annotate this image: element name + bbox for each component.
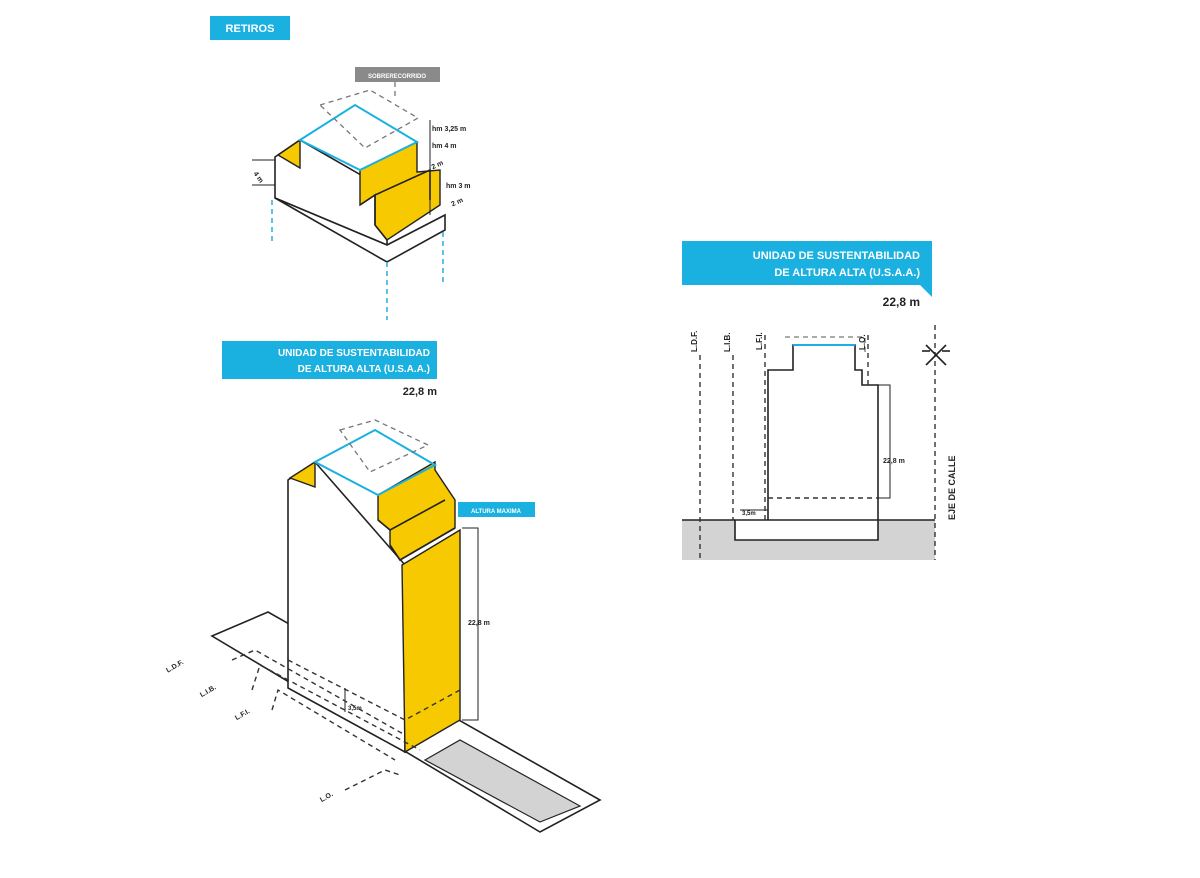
iso-title-badge xyxy=(222,341,437,379)
section-height-dim-line xyxy=(878,384,891,499)
iso-dim-small: 3,5m xyxy=(348,706,362,712)
dim-4m: 4 m xyxy=(252,171,265,185)
dim-hm-325: hm 3,25 m xyxy=(432,126,466,133)
iso-label-lib: L.I.B. xyxy=(199,684,217,699)
retiros-diagram: RETIROS SOBRERECORRIDO hm 3,25 m hm 4 m … xyxy=(210,16,471,320)
retiros-title-badge xyxy=(210,16,290,40)
iso-label-lfi: L.F.I. xyxy=(234,708,251,722)
sobrerecorrido-tag xyxy=(355,67,440,82)
iso-title-line2: DE ALTURA ALTA (U.S.A.A.) xyxy=(298,364,430,375)
iso-label-ldf: L.D.F. xyxy=(165,659,185,674)
iso-top-volume xyxy=(312,428,438,497)
dim-hm-3: hm 3 m xyxy=(446,183,471,190)
section-badge-tail xyxy=(920,285,932,297)
section-label-lo: L.O. xyxy=(858,334,867,350)
isometric-diagram: UNIDAD DE SUSTENTABILIDAD DE ALTURA ALTA… xyxy=(165,341,602,833)
iso-line-lo xyxy=(344,769,401,791)
retiros-left-setback xyxy=(276,138,301,170)
iso-height-value: 22,8 m xyxy=(403,386,437,398)
retiros-top-volume xyxy=(297,103,420,172)
iso-line-lfi xyxy=(271,688,396,761)
section-basement xyxy=(734,519,879,541)
section-title-line2: DE ALTURA ALTA (U.S.A.A.) xyxy=(774,267,920,279)
dim-2m-b: 2 m xyxy=(450,197,464,208)
sobrerecorrido-label: SOBRERECORRIDO xyxy=(368,74,426,80)
iso-dim-height: 22,8 m xyxy=(468,620,490,627)
section-label-lfi: L.F.I. xyxy=(755,332,764,350)
section-building-outline xyxy=(767,344,879,520)
iso-line-lib xyxy=(251,663,421,751)
iso-overrun-outline xyxy=(338,419,430,473)
iso-title-line1: UNIDAD DE SUSTENTABILIDAD xyxy=(278,348,430,359)
iso-step-edge-2 xyxy=(389,527,456,562)
street-axis-icon xyxy=(922,344,950,366)
section-label-ldf: L.D.F. xyxy=(690,331,699,352)
section-overrun-outline xyxy=(785,336,866,352)
iso-height-dim-line xyxy=(462,527,479,721)
section-diagram: UNIDAD DE SUSTENTABILIDAD DE ALTURA ALTA… xyxy=(682,241,957,560)
iso-front-face xyxy=(401,528,461,754)
retiros-base-front xyxy=(274,197,446,263)
iso-street-gray xyxy=(423,739,582,823)
section-height-value: 22,8 m xyxy=(883,295,920,309)
dim-2m-a: 2 m xyxy=(431,160,445,171)
altura-maxima-label: ALTURA MAXIMA xyxy=(471,509,522,515)
iso-label-lo: L.O. xyxy=(319,791,334,804)
retiros-title: RETIROS xyxy=(226,23,275,35)
altura-maxima-tag xyxy=(458,502,535,517)
street-axis-label: EJE DE CALLE xyxy=(947,455,957,520)
iso-left-setback xyxy=(288,460,316,488)
section-title-badge xyxy=(682,241,932,285)
dim-hm-4: hm 4 m xyxy=(432,143,457,150)
retiros-step-edge-1 xyxy=(359,193,388,241)
section-title-line1: UNIDAD DE SUSTENTABILIDAD xyxy=(753,250,920,262)
iso-base-dash-1 xyxy=(287,659,461,721)
section-dim-height: 22,8 m xyxy=(883,458,905,465)
section-dim-small: 3,5m xyxy=(742,511,756,517)
iso-step-edge-1 xyxy=(377,499,446,531)
section-label-lib: L.I.B. xyxy=(723,332,732,352)
retiros-overrun-outline xyxy=(318,89,420,149)
